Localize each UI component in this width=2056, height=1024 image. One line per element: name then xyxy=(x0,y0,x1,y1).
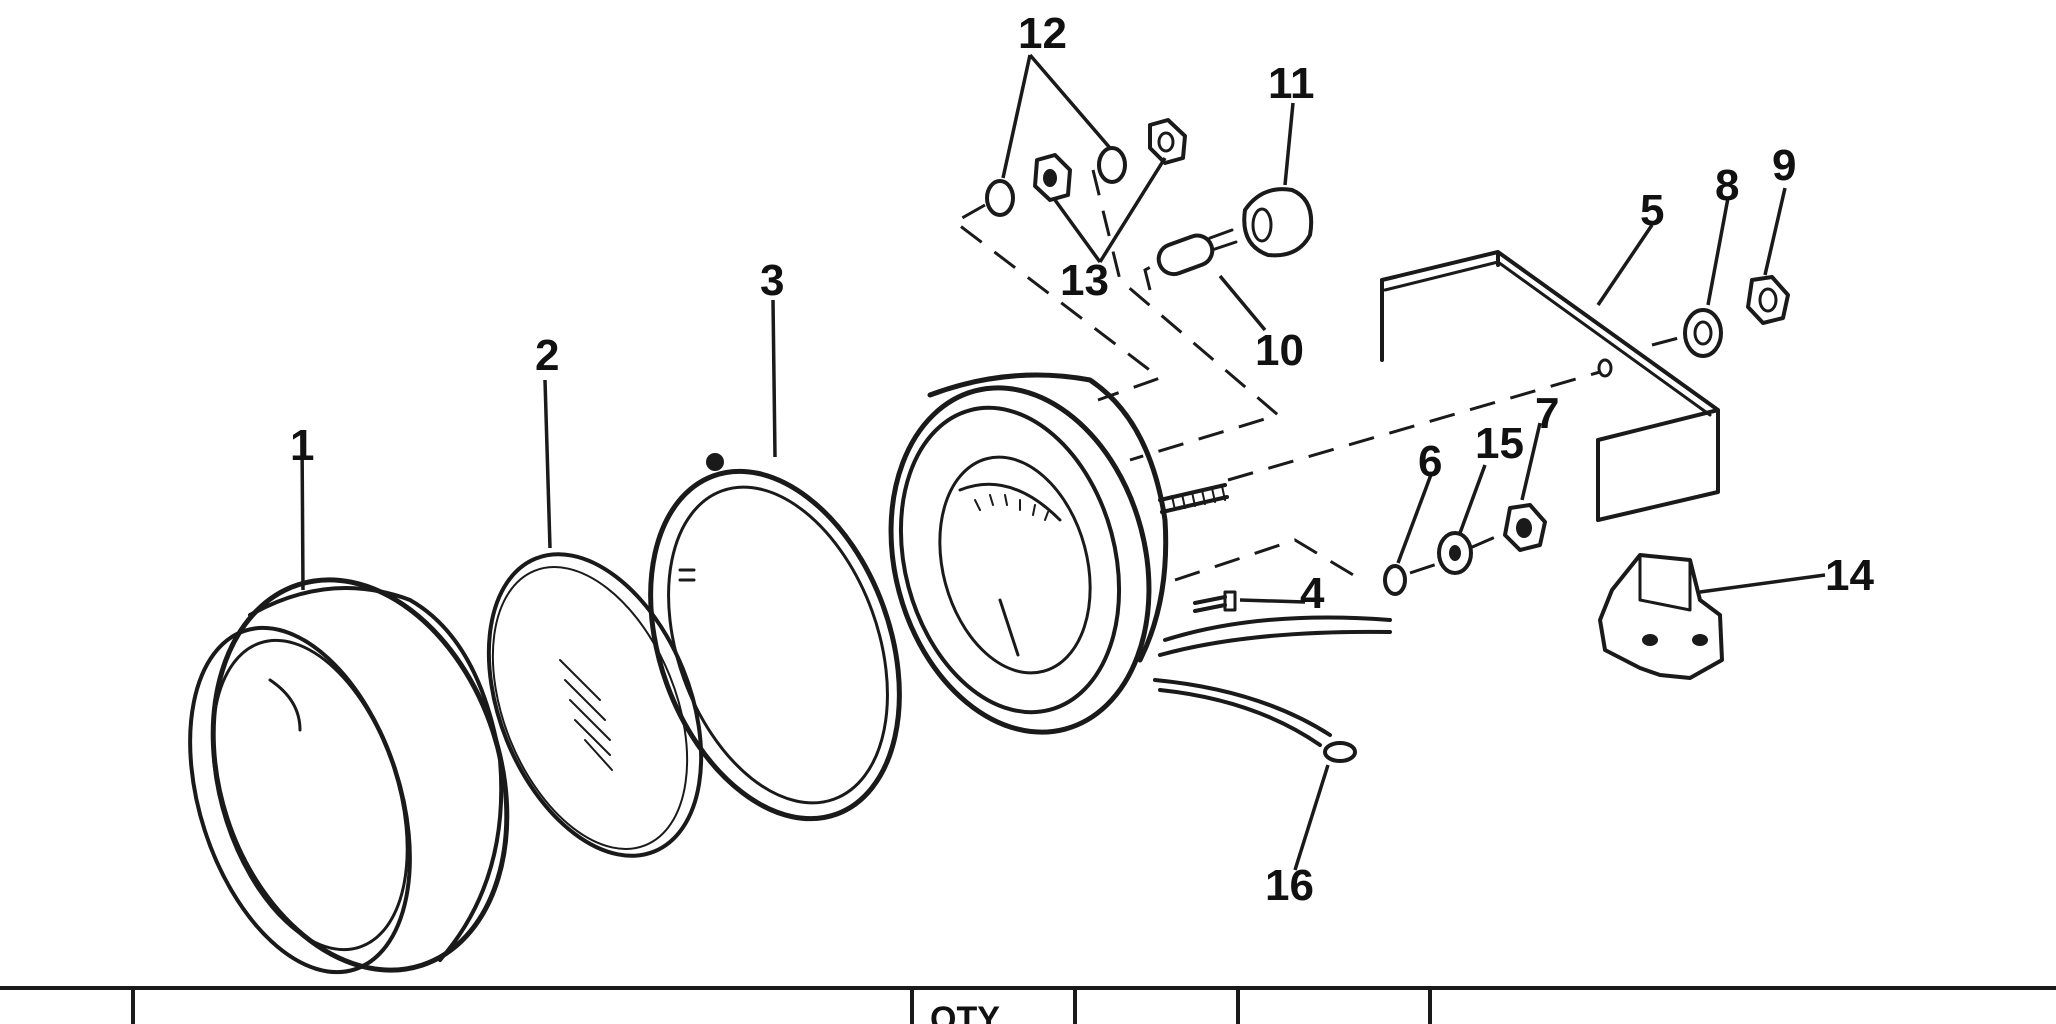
assembly-lines xyxy=(952,169,1691,584)
callout-3: 3 xyxy=(760,256,784,305)
callout-14: 14 xyxy=(1825,551,1874,600)
callout-10: 10 xyxy=(1255,326,1304,375)
callout-labels: 1 2 3 4 5 6 7 8 9 10 11 12 13 14 15 16 xyxy=(290,9,1874,910)
leader-lines xyxy=(300,53,1826,871)
part-1-bezel xyxy=(188,577,510,975)
callout-12: 12 xyxy=(1018,9,1067,58)
callout-7: 7 xyxy=(1535,389,1559,438)
part-5-bracket xyxy=(1380,250,1720,522)
part-15-lockwasher xyxy=(1437,531,1473,575)
callout-2: 2 xyxy=(535,331,559,380)
callout-6: 6 xyxy=(1418,437,1442,486)
table-header-qty: QTY. xyxy=(930,1000,1006,1024)
callout-16: 16 xyxy=(1265,861,1314,910)
part-7-nut xyxy=(1503,503,1547,552)
callout-9: 9 xyxy=(1772,141,1796,190)
part-9-nut xyxy=(1746,275,1790,325)
part-16-ground-terminal xyxy=(1323,741,1357,763)
callout-13: 13 xyxy=(1060,256,1109,305)
gauge-housing xyxy=(888,372,1392,763)
part-3-retaining-ring xyxy=(648,453,902,822)
part-6-washer xyxy=(1383,564,1407,596)
part-4-screw xyxy=(1193,590,1237,613)
part-11-socket xyxy=(1242,187,1314,258)
callout-4: 4 xyxy=(1300,569,1325,618)
part-10-bulb xyxy=(1156,228,1238,277)
part-2-lens xyxy=(486,552,704,858)
callout-1: 1 xyxy=(290,421,314,470)
part-14-clip xyxy=(1598,553,1724,680)
callout-8: 8 xyxy=(1715,161,1739,210)
callout-5: 5 xyxy=(1640,186,1664,235)
part-8-lockwasher xyxy=(1683,308,1723,358)
parts-table-header: QTY. xyxy=(0,986,2056,1024)
part-12-washers xyxy=(985,146,1127,217)
part-13-nuts xyxy=(1033,118,1187,202)
callout-15: 15 xyxy=(1475,419,1524,468)
callout-11: 11 xyxy=(1268,59,1315,108)
